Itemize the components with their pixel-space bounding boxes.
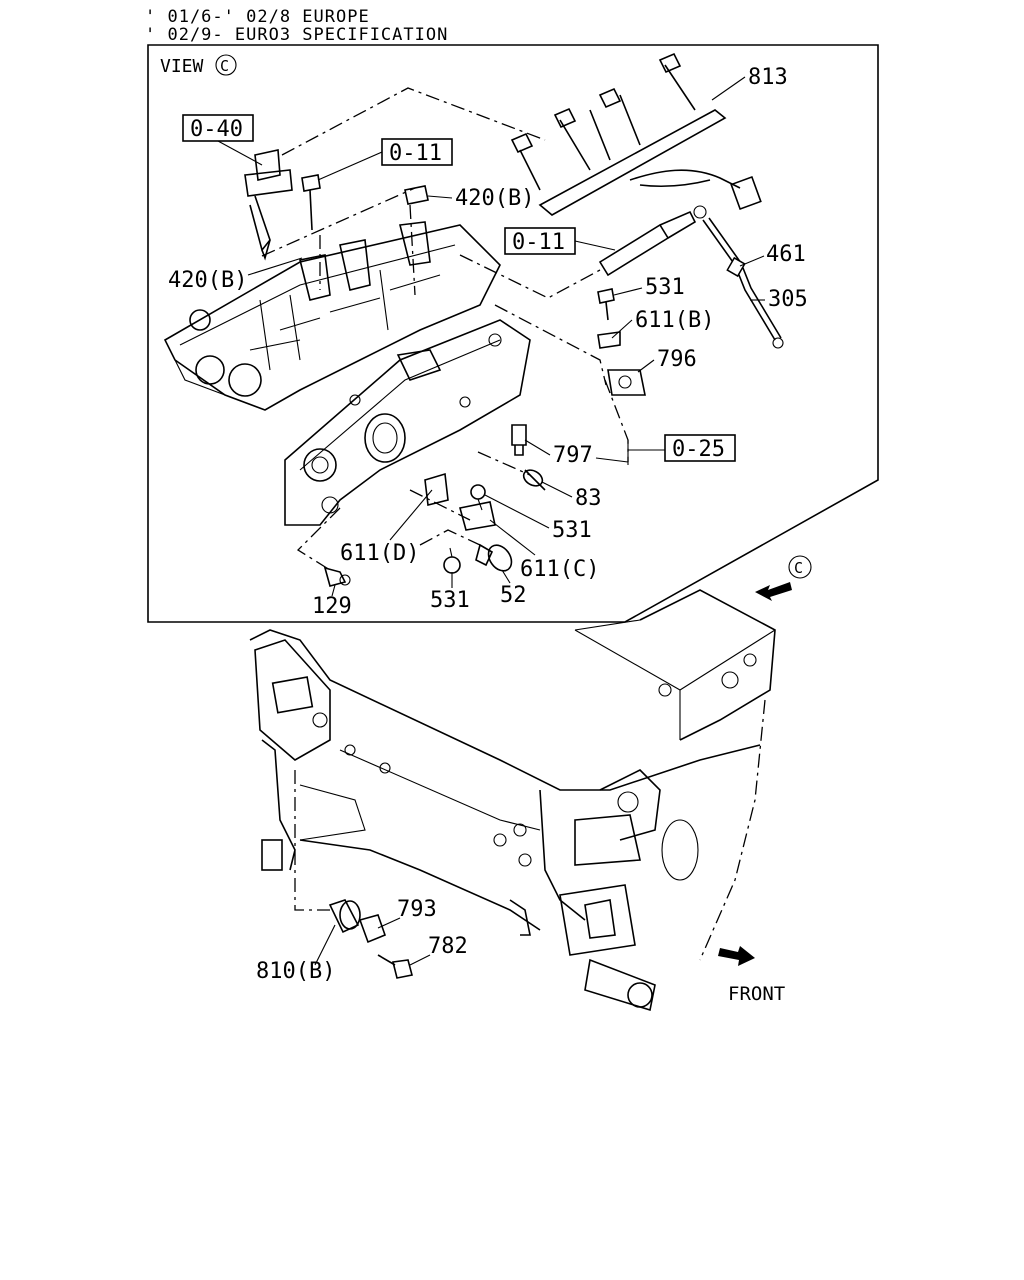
callout-83: 83 [575, 486, 602, 511]
leader-dash-9 [419, 529, 481, 546]
ref-box-011a: 0-11 [381, 138, 453, 166]
leader-420b-left [247, 257, 303, 276]
bracket-611d [424, 472, 449, 506]
view-arrow-marker-circle: C [788, 555, 812, 579]
callout-782: 782 [428, 934, 468, 959]
injector [244, 149, 293, 261]
bracket-611c [459, 501, 496, 531]
leader-796 [637, 359, 655, 373]
bolt-top [301, 174, 321, 231]
engine-block [249, 589, 776, 1012]
callout-813: 813 [748, 65, 788, 90]
cylinder-head [163, 221, 501, 411]
view-marker-circle: C [215, 54, 237, 76]
leader-011b [574, 240, 616, 251]
ref-box-040: 0-40 [182, 114, 254, 142]
leader-611d [389, 489, 433, 541]
leader-dash-3 [409, 204, 416, 296]
clamp-420b-top [404, 185, 429, 205]
svg-text:C: C [794, 559, 803, 577]
callout-797: 797 [553, 443, 593, 468]
dipstick-305 [702, 217, 784, 349]
callout-461: 461 [766, 242, 806, 267]
leader-dash-11 [477, 451, 531, 476]
leader-813 [711, 76, 746, 101]
leader-dash-10 [409, 489, 471, 521]
sensor-129 [323, 566, 351, 587]
leader-611c [489, 519, 536, 556]
callout-531-bottom: 531 [430, 588, 470, 613]
leader-dash-5 [459, 254, 601, 299]
leader-dash-6 [494, 304, 607, 386]
leader-810b [314, 924, 336, 966]
svg-text:0-40: 0-40 [190, 117, 243, 142]
callout-129: 129 [312, 594, 352, 619]
front-label: FRONT [728, 983, 785, 1005]
bolt-782 [377, 954, 413, 979]
callout-531-top: 531 [645, 275, 685, 300]
leader-129 [331, 584, 336, 597]
callout-420b-left: 420(B) [168, 268, 247, 293]
bolt-531-bottom [443, 547, 461, 574]
front-arrow [718, 946, 755, 966]
leader-420b-top [427, 195, 453, 199]
view-frame [147, 44, 879, 623]
intake-manifold [284, 319, 531, 526]
view-direction-arrow [755, 582, 792, 601]
sensor-52 [475, 543, 513, 572]
leader-83 [541, 481, 573, 498]
view-marker-letter: C [220, 57, 229, 75]
ref-box-011b: 0-11 [504, 227, 576, 255]
callout-611c: 611(C) [520, 557, 599, 582]
leader-025-bracket [627, 440, 665, 465]
header-line-2: ' 02/9- EURO3 SPECIFICATION [145, 25, 448, 45]
sensor-796 [607, 369, 646, 396]
svg-text:0-11: 0-11 [389, 141, 442, 166]
leader-011a [317, 151, 383, 181]
leader-dash-2 [261, 187, 416, 257]
callout-793: 793 [397, 897, 437, 922]
leader-461 [739, 255, 765, 267]
header-line-1: ' 01/6-' 02/8 EUROPE [145, 7, 370, 27]
bolt-531-mid [470, 484, 486, 511]
leader-040 [217, 140, 263, 166]
leader-797 [524, 439, 629, 463]
ref-box-025: 0-25 [664, 434, 736, 462]
leader-dash-7 [604, 379, 629, 462]
view-label: VIEW [160, 56, 204, 77]
leader-793 [377, 917, 401, 929]
callout-420b-top: 420(B) [455, 186, 534, 211]
sensor-83 [522, 469, 546, 491]
leader-52 [501, 569, 511, 584]
leader-dash-1 [281, 87, 546, 156]
wiring-harness-813 [510, 52, 762, 216]
sensor-797 [511, 424, 527, 456]
callout-305: 305 [768, 287, 808, 312]
sensor-rod [598, 205, 707, 277]
bolt-531-upper [597, 288, 615, 321]
svg-text:0-25: 0-25 [672, 437, 725, 462]
leader-782 [409, 954, 431, 966]
sensor-793 [328, 899, 387, 944]
callout-611d: 611(D) [340, 541, 419, 566]
callout-611b: 611(B) [635, 308, 714, 333]
leader-531-top [613, 287, 643, 296]
callout-531-mid: 531 [552, 518, 592, 543]
callout-52: 52 [500, 583, 527, 608]
callout-810b: 810(B) [256, 959, 335, 984]
svg-text:0-11: 0-11 [512, 230, 565, 255]
leader-611b [611, 319, 633, 339]
leader-531-mid [484, 494, 550, 529]
callout-796: 796 [657, 347, 697, 372]
bracket-611b [597, 331, 621, 349]
leader-dash-8 [296, 507, 341, 571]
